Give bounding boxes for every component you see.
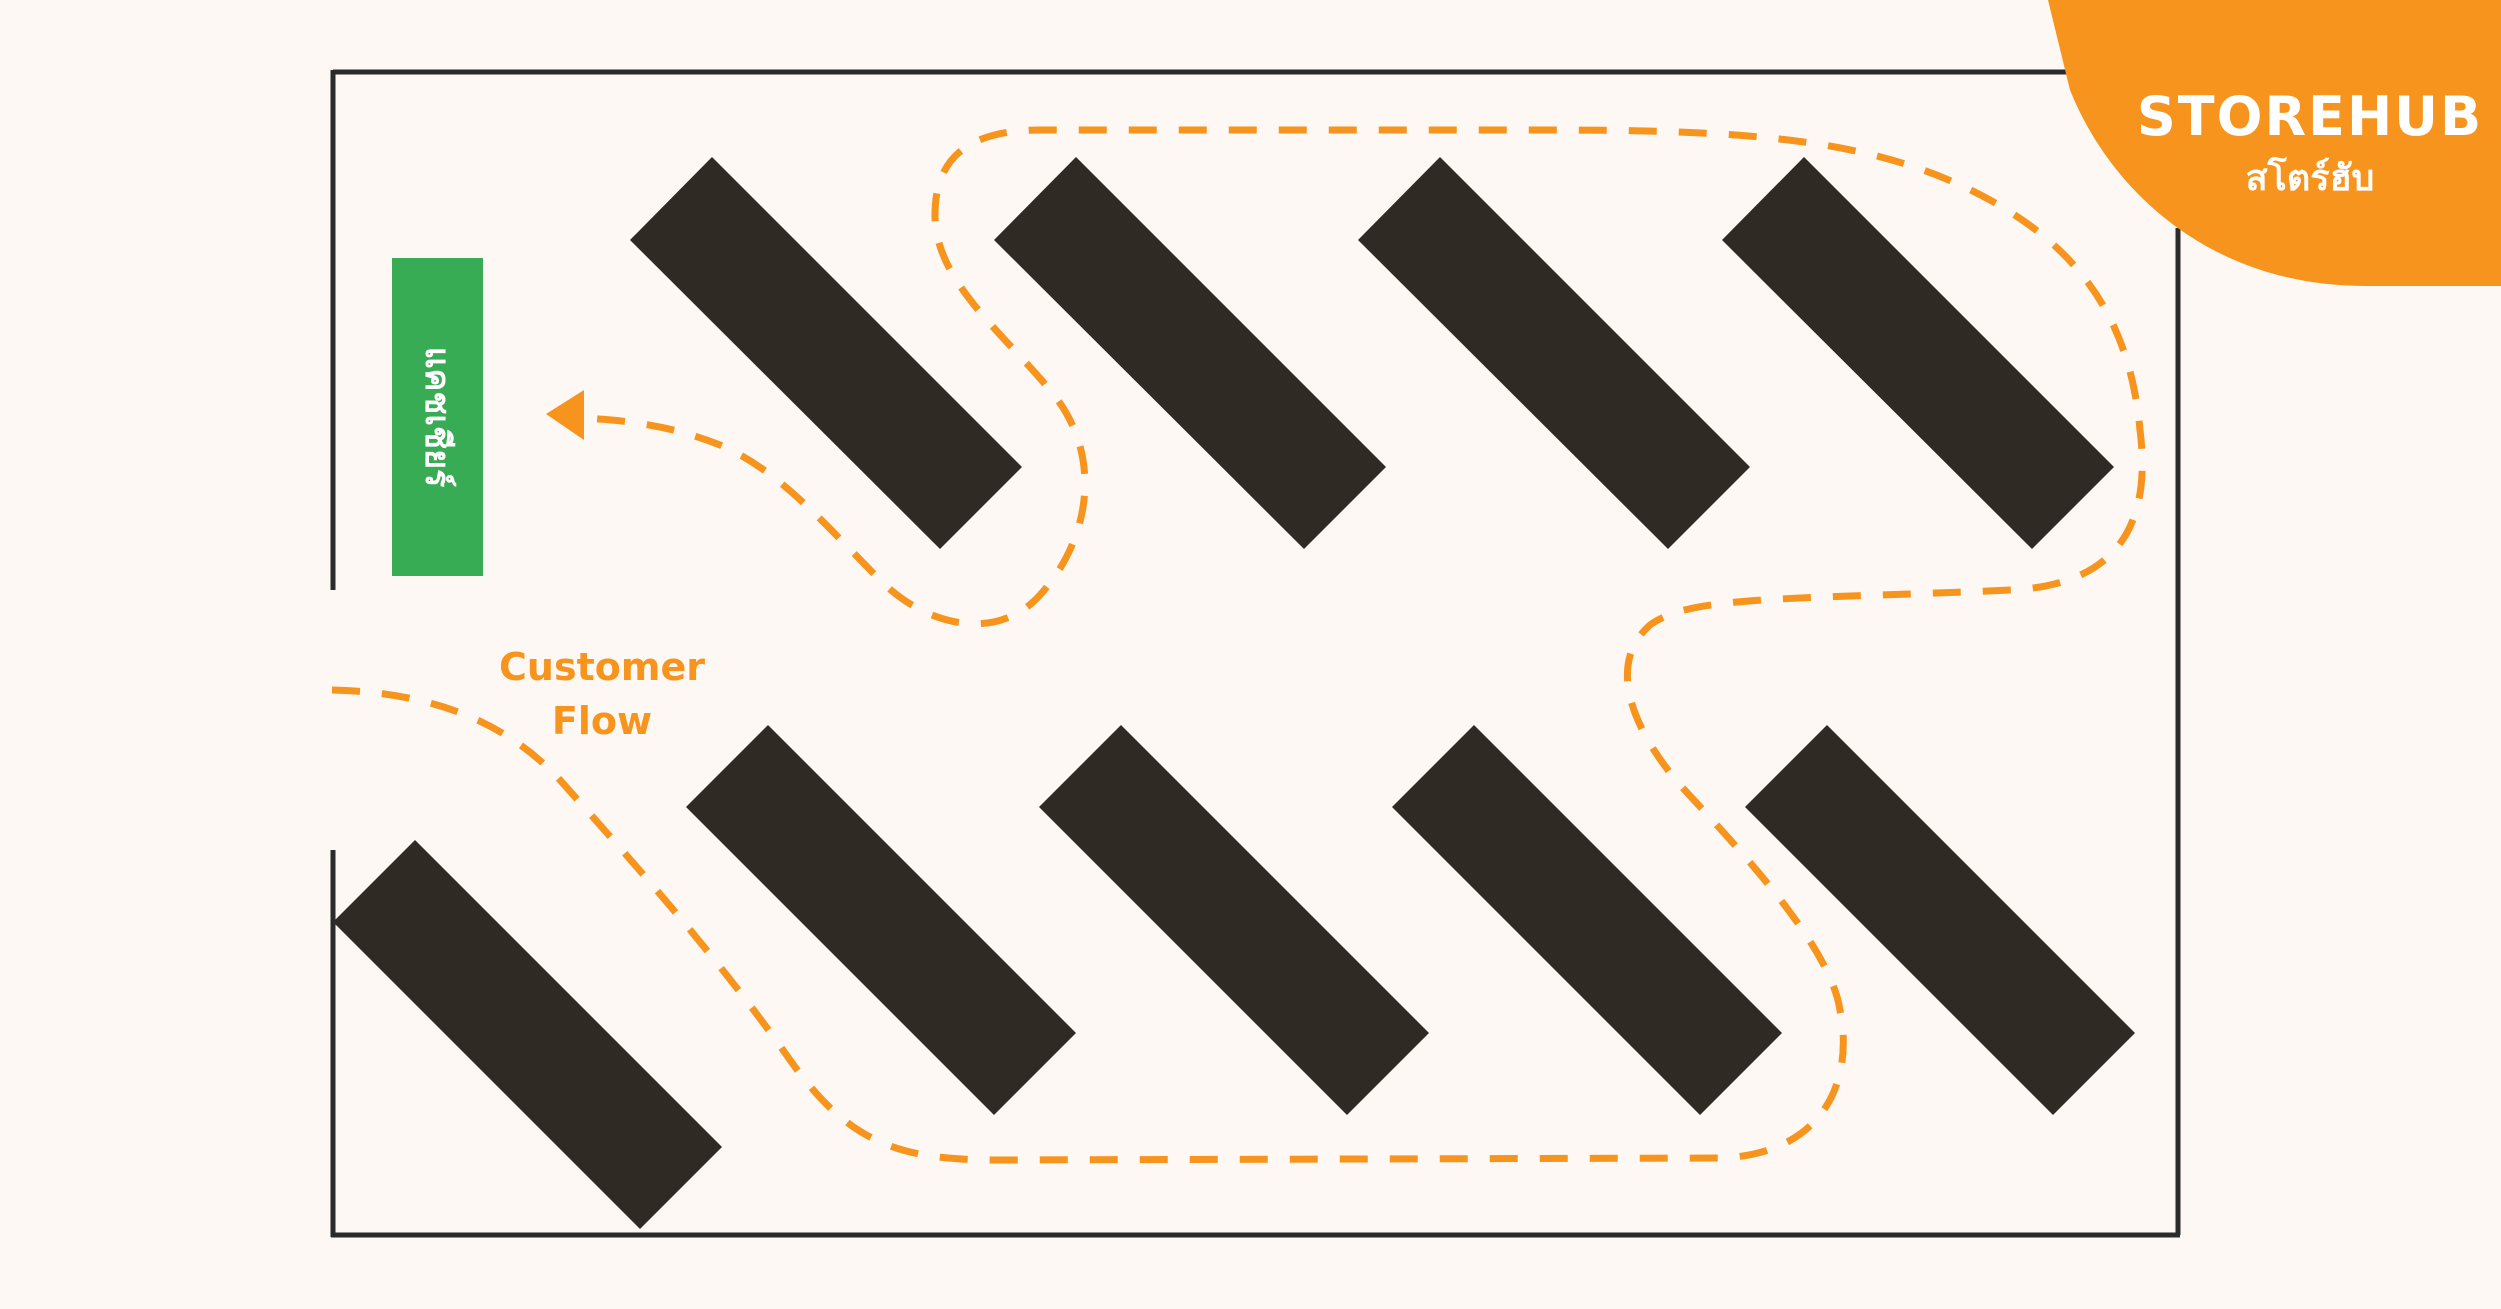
cashier-counter: แคชเชียร์ bbox=[392, 258, 483, 576]
shelf-7 bbox=[1039, 725, 1429, 1115]
brand-badge-shape bbox=[2048, 0, 2501, 286]
shelf-8 bbox=[1392, 725, 1782, 1115]
flow-arrowhead bbox=[546, 390, 584, 440]
shelf-6 bbox=[686, 725, 1076, 1115]
shelf-5 bbox=[333, 840, 722, 1229]
store-walls bbox=[330, 69, 2181, 1238]
brand-badge: STOREHUB สโตร์ฮับ bbox=[2048, 0, 2501, 286]
flow-label-line1: Customer bbox=[499, 645, 705, 689]
shelf-1 bbox=[630, 157, 1022, 549]
cashier-label: แคชเชียร์ bbox=[417, 347, 457, 488]
brand-name-en: STOREHUB bbox=[2137, 85, 2483, 148]
customer-flow-path bbox=[331, 126, 2146, 1164]
shelf-4 bbox=[1722, 157, 2114, 549]
cashier-box bbox=[392, 258, 483, 576]
flow-label-line2: Flow bbox=[552, 699, 652, 743]
shelves bbox=[333, 157, 2135, 1229]
brand-name-th: สโตร์ฮับ bbox=[2246, 156, 2375, 199]
shelf-9 bbox=[1745, 725, 2135, 1115]
shelf-2 bbox=[994, 157, 1386, 549]
shelf-3 bbox=[1358, 157, 1750, 549]
